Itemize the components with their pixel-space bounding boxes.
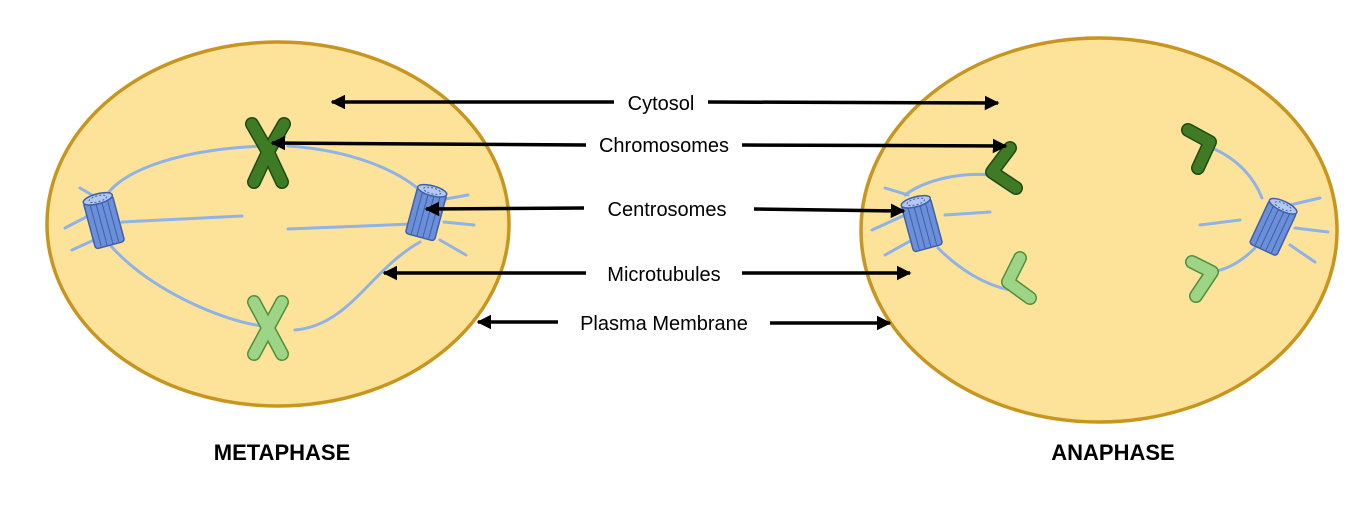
label-cytosol: Cytosol bbox=[628, 93, 695, 115]
arrow-centrosomes-right bbox=[753, 203, 906, 219]
arrow-chromosomes-left bbox=[270, 135, 587, 151]
anaphase-cell bbox=[859, 36, 1339, 424]
phase-label-anaphase: ANAPHASE bbox=[1051, 440, 1174, 465]
label-plasma-membrane: Plasma Membrane bbox=[580, 313, 748, 335]
chromosome-light-left bbox=[247, 295, 289, 361]
plasma-membrane-left bbox=[45, 40, 511, 408]
label-chromosomes: Chromosomes bbox=[599, 135, 729, 157]
arrow-centrosomes-left bbox=[424, 201, 585, 217]
label-microtubules: Microtubules bbox=[607, 264, 720, 286]
arrow-chromosomes-right bbox=[741, 138, 1008, 154]
arrow-cytosol-right bbox=[707, 95, 1000, 111]
metaphase-cell bbox=[45, 40, 511, 408]
phase-label-metaphase: METAPHASE bbox=[214, 440, 351, 465]
plasma-membrane-right bbox=[859, 36, 1339, 424]
label-centrosomes: Centrosomes bbox=[608, 199, 727, 221]
chromosome-dark-left bbox=[245, 117, 291, 189]
label-arrows bbox=[270, 94, 1008, 331]
microtubules-right bbox=[870, 146, 1330, 292]
